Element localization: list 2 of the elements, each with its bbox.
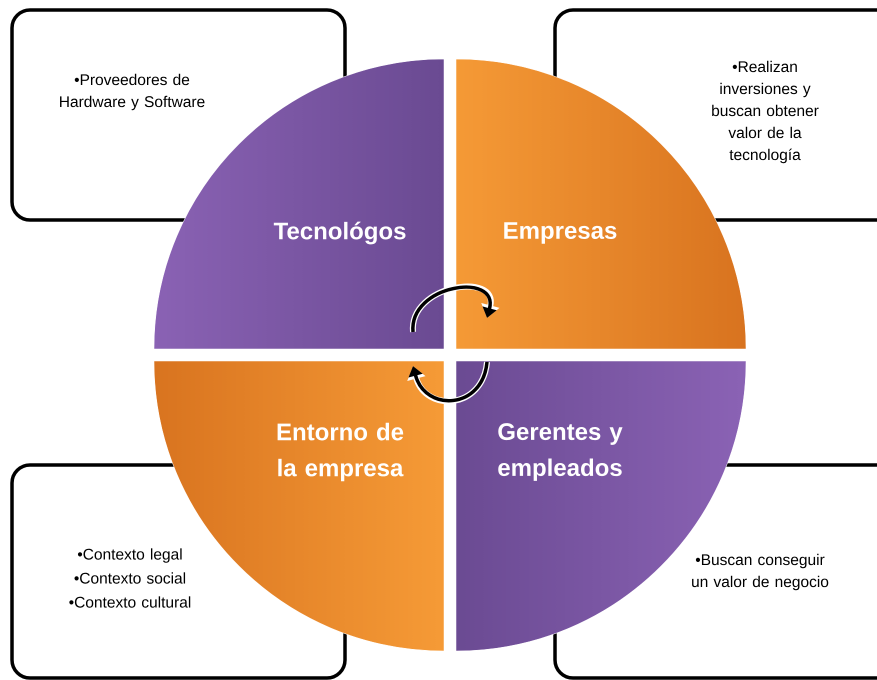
circular-arrow [407,361,490,404]
circular-arrow [410,284,500,332]
